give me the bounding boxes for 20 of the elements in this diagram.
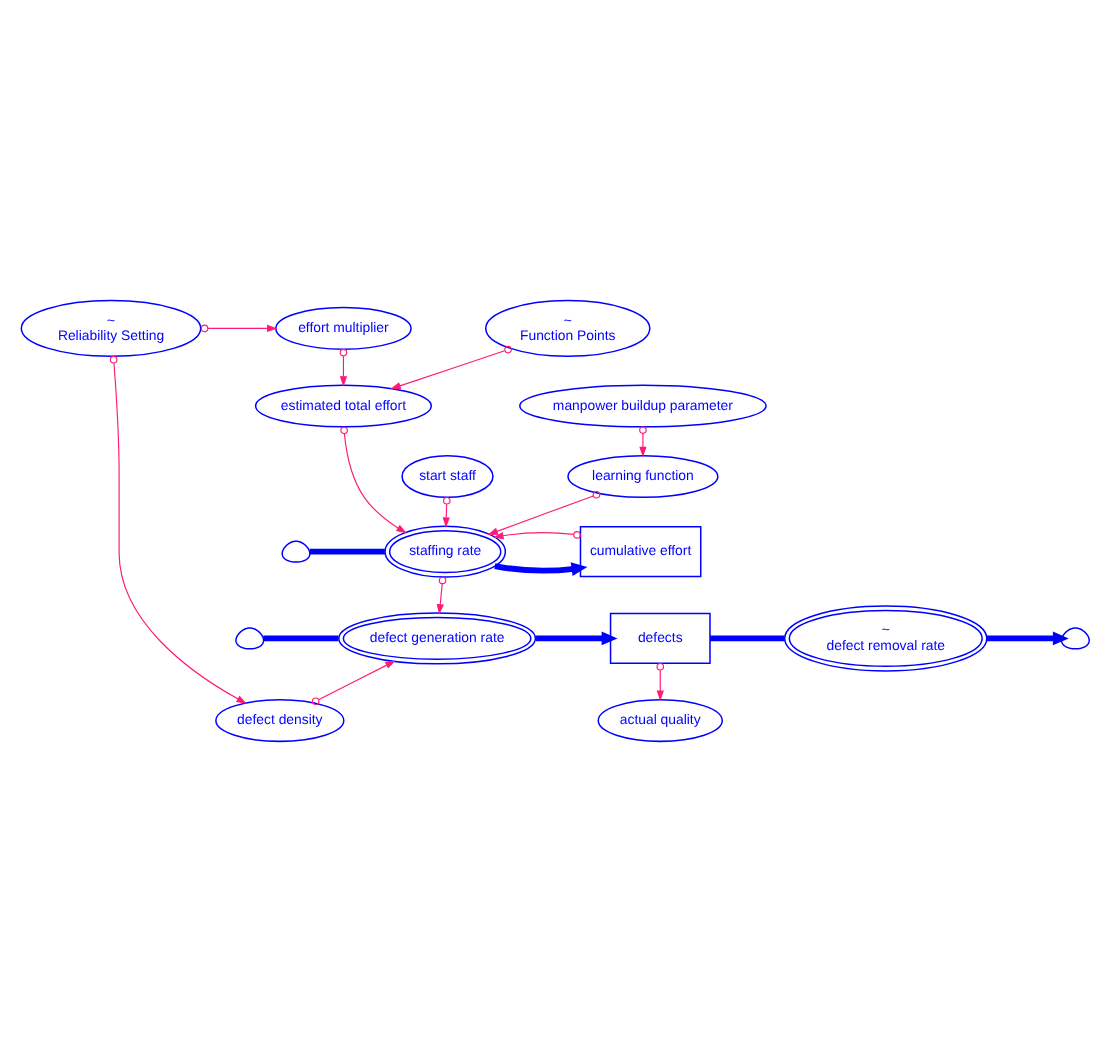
arrow [200,323,278,332]
arrow [340,425,407,533]
arrow [536,630,618,645]
node-cloud [235,626,265,649]
arrow [494,561,588,575]
arrow [487,489,601,534]
connector [263,634,339,641]
arrow [339,347,348,386]
connector [309,547,385,554]
arrow [493,530,581,539]
arrow [656,661,665,700]
arrow [986,630,1069,645]
arrow [436,575,447,614]
arrow [311,659,396,705]
arrow [639,425,647,457]
arrow [390,344,512,389]
node-cloud [281,539,311,562]
connector [710,634,785,641]
arrow [109,354,247,703]
node-cloud [1060,626,1090,649]
